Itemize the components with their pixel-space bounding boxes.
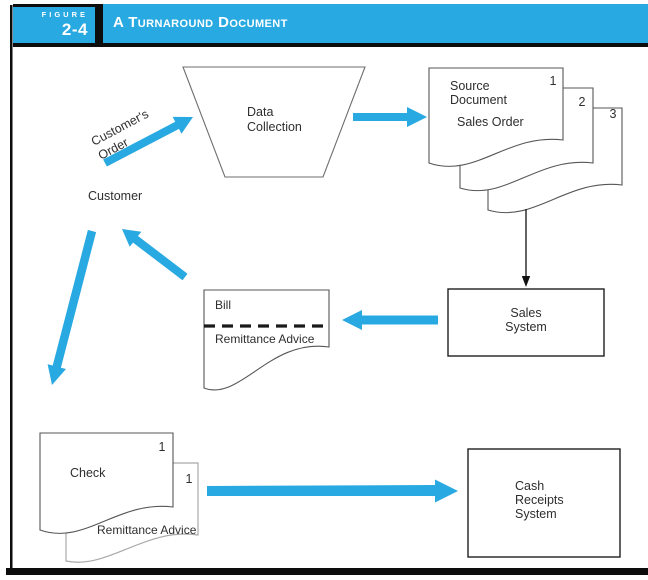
arrow-customer-to-check — [47, 229, 97, 385]
bill-label: Bill — [215, 298, 231, 312]
bill-remittance-advice-label: Remittance Advice — [215, 332, 315, 346]
arrow-bill-to-customer — [122, 229, 188, 281]
cash-receipts-label-line1: Cash — [515, 479, 544, 493]
arrow-customer-to-data-collection — [103, 116, 193, 167]
sales-system-label-line1: Sales — [510, 306, 541, 320]
data-collection-label-line1: Data — [247, 105, 273, 119]
customer-label: Customer — [88, 189, 142, 203]
figure-word-label: FIGURE — [41, 10, 88, 19]
source-document-copy-1 — [428, 67, 564, 167]
check-document — [39, 432, 174, 534]
check-copy-number-1: 1 — [159, 440, 166, 454]
sales-order-label: Sales Order — [457, 115, 524, 129]
check-copy-number-2: 1 — [186, 472, 193, 486]
connector-arrowhead — [521, 276, 531, 287]
source-doc-copy-number-2: 2 — [579, 95, 586, 109]
frame-left-border — [10, 5, 13, 571]
bill-document — [203, 289, 330, 391]
sales-system-box — [447, 288, 605, 357]
check-label: Check — [70, 466, 106, 480]
cash-receipts-system-box — [467, 448, 621, 558]
cash-receipts-label-line3: System — [515, 507, 557, 521]
arrow-check-to-cash-receipts — [207, 479, 458, 503]
source-doc-copy-number-3: 3 — [610, 107, 617, 121]
sales-system-label-line2: System — [505, 320, 547, 334]
data-collection-label-line2: Collection — [247, 120, 302, 134]
source-doc-copy-number-1: 1 — [550, 74, 557, 88]
figure-number: 2-4 — [61, 20, 88, 39]
figure-title: A Turnaround Document — [113, 14, 288, 31]
cash-receipts-label-line2: Receipts — [515, 493, 564, 507]
figure-number-block: FIGURE 2-4 — [13, 4, 95, 43]
data-collection-trapezoid — [182, 66, 366, 178]
frame-bottom-border — [6, 568, 648, 575]
header-divider — [95, 4, 103, 43]
check-remittance-advice-label: Remittance Advice — [97, 523, 197, 537]
figure-header: FIGURE 2-4 A Turnaround Document — [13, 4, 648, 47]
source-document-label-line1: Source — [450, 79, 490, 93]
source-document-label-line2: Document — [450, 93, 507, 107]
arrow-sales-system-to-bill — [342, 310, 438, 330]
arrow-data-collection-to-source-document — [353, 107, 427, 127]
